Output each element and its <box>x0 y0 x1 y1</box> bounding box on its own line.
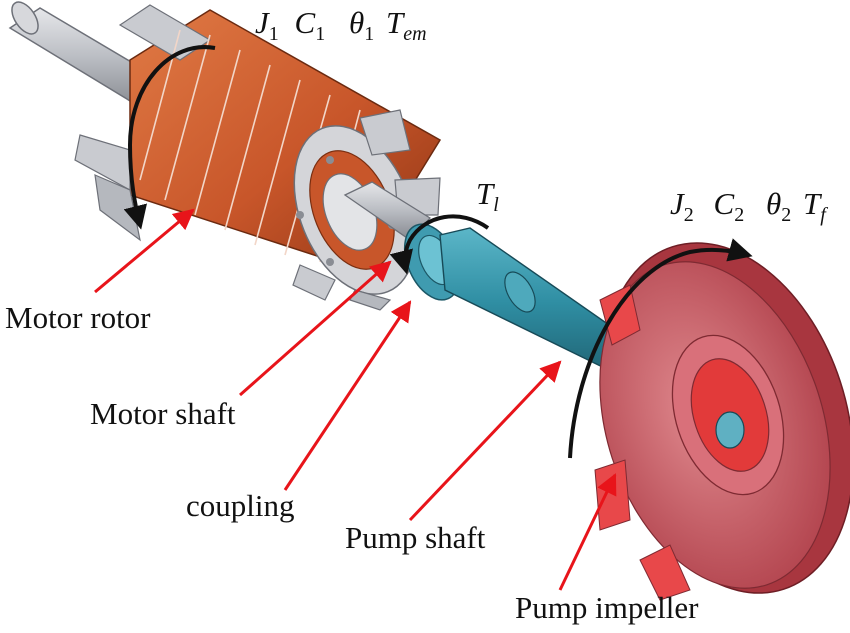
pointer-coupling <box>283 300 412 491</box>
label-coupling: coupling <box>186 488 295 523</box>
impeller-J-sub: 2 <box>684 204 694 226</box>
impeller-theta-sub: 2 <box>781 204 791 226</box>
rotor-J-sub: 1 <box>269 23 279 45</box>
rotor-C: C <box>295 5 316 40</box>
impeller-C-sub: 2 <box>734 204 744 226</box>
impeller-rotation-arrow <box>568 238 753 459</box>
pointer-pump-shaft <box>408 360 562 522</box>
coupling-torque-label: Tl <box>476 176 499 216</box>
label-motor-shaft: Motor shaft <box>90 396 236 431</box>
impeller-T: T <box>803 186 823 221</box>
impeller-parameters: J2 C2 θ2 Tf <box>670 186 828 228</box>
rotor-J: J <box>255 5 270 40</box>
coupling-T-sub: l <box>493 194 499 216</box>
rotor-T: T <box>386 5 406 40</box>
impeller-theta: θ <box>766 186 781 221</box>
pointer-motor-shaft <box>239 260 392 397</box>
label-pump-shaft: Pump shaft <box>345 520 486 555</box>
impeller-J: J <box>670 186 685 221</box>
pointer-pump-impeller <box>558 473 617 591</box>
coupling-T: T <box>476 176 496 211</box>
rotor-theta: θ <box>349 5 364 40</box>
rotor-rotation-arrow <box>123 45 216 230</box>
impeller-T-sub: f <box>820 204 828 226</box>
label-motor-rotor: Motor rotor <box>5 300 151 335</box>
rotor-parameters: J1 C1 θ1 Tem <box>255 5 427 47</box>
motor-shaft <box>343 181 432 241</box>
rotor-theta-sub: 1 <box>364 23 374 45</box>
coupling-torque-arrow <box>389 214 490 275</box>
pump-impeller <box>594 242 850 601</box>
rotor-T-sub: em <box>403 23 426 45</box>
pointer-motor-rotor <box>94 208 195 294</box>
impeller-C: C <box>714 186 735 221</box>
rotor-C-sub: 1 <box>315 23 325 45</box>
label-pump-impeller: Pump impeller <box>515 590 699 625</box>
